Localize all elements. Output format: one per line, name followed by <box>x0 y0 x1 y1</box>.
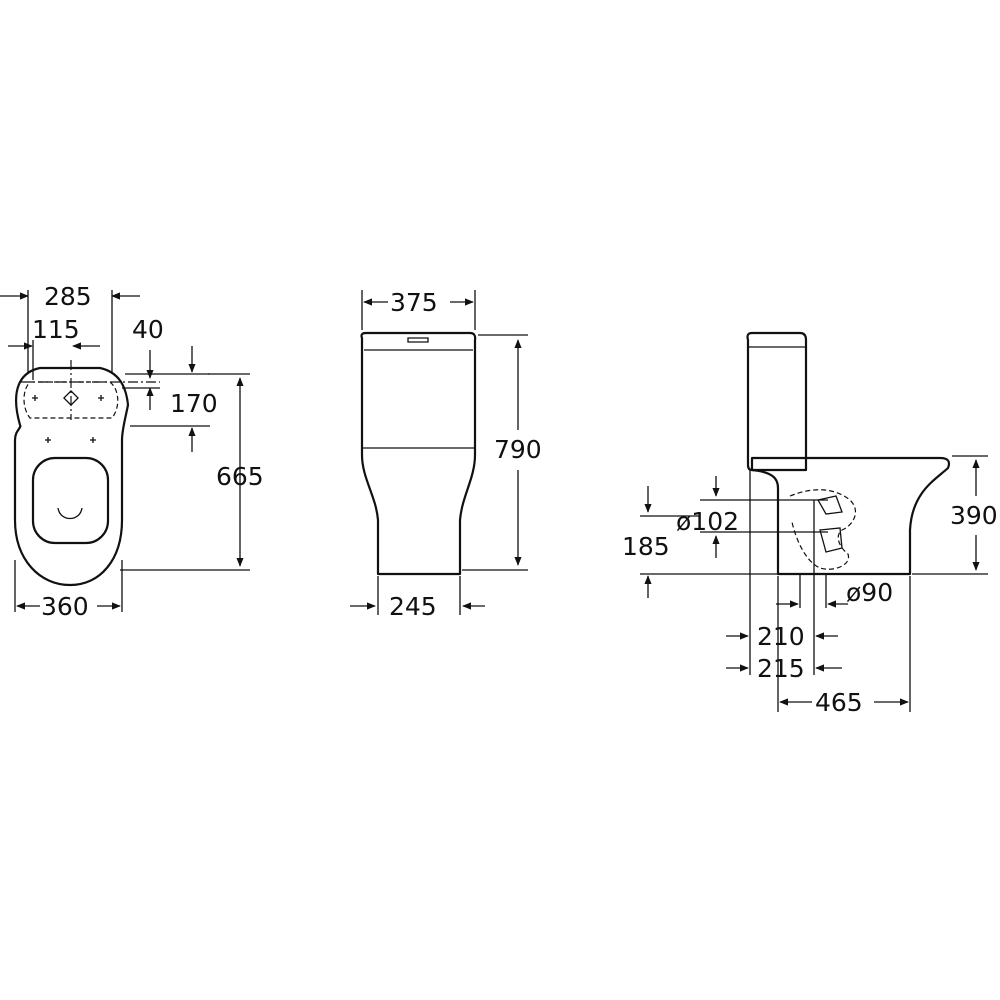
side-view: ø102 185 390 ø90 210 215 465 <box>622 331 998 717</box>
dim-360: 360 <box>41 592 89 621</box>
plan-seat-arc <box>57 507 83 520</box>
plan-tank-dashed <box>23 381 119 419</box>
dim-40: 40 <box>132 315 164 344</box>
front-view: 375 790 245 <box>350 288 542 621</box>
dim-185: 185 <box>622 532 670 561</box>
side-outlet-detail <box>816 495 843 553</box>
dim-665: 665 <box>216 462 264 491</box>
side-tank <box>746 331 808 472</box>
dim-115: 115 <box>32 315 80 344</box>
plan-seat-opening <box>31 456 110 545</box>
side-bowl <box>750 456 951 576</box>
dim-outlet-diameter: ø90 <box>846 578 893 607</box>
plan-fixing-holes <box>32 390 104 443</box>
dim-inlet-diameter: ø102 <box>676 507 739 536</box>
dim-390: 390 <box>950 501 998 530</box>
dim-790: 790 <box>494 435 542 464</box>
dim-285: 285 <box>44 282 92 311</box>
dim-170: 170 <box>170 389 218 418</box>
dim-375: 375 <box>390 288 438 317</box>
side-trapway <box>789 489 856 570</box>
plan-bowl-outline <box>13 366 130 587</box>
dim-465: 465 <box>815 688 863 717</box>
plan-view: 285 115 40 170 665 360 <box>0 282 264 621</box>
dim-210: 210 <box>757 622 805 651</box>
dim-245: 245 <box>389 592 437 621</box>
front-button <box>407 337 429 343</box>
dim-215: 215 <box>757 654 805 683</box>
front-outline <box>360 331 477 576</box>
